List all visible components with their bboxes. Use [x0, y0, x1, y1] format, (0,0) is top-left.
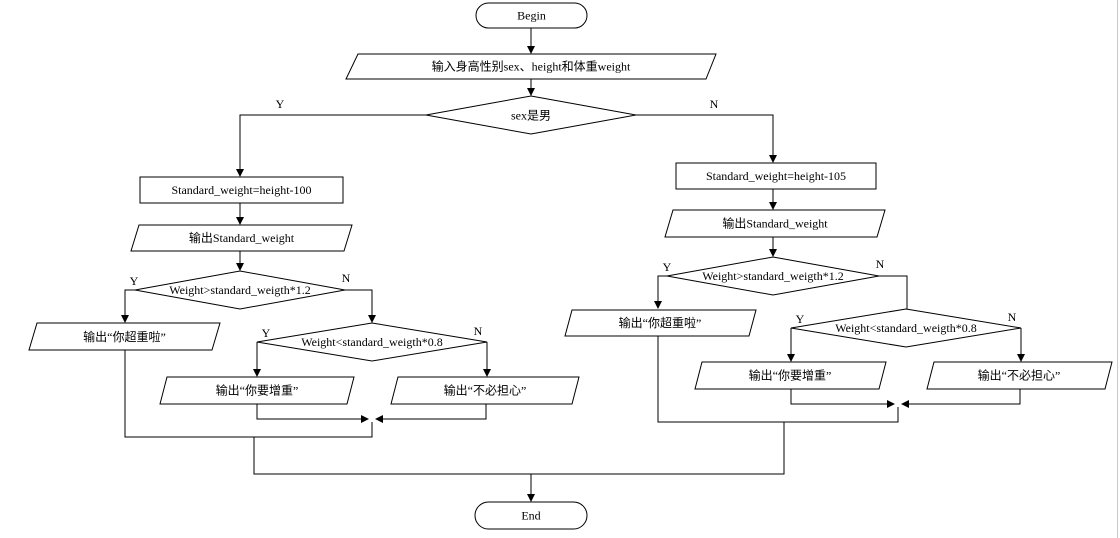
male-over-yes-label: Y [130, 274, 139, 288]
female-merge-under [790, 389, 895, 408]
arrow-male-over-yes [121, 289, 135, 323]
female-output-over-label: 输出“你超重啦” [619, 315, 702, 330]
female-output-ok [926, 361, 1113, 390]
male-output-standard [130, 224, 353, 252]
female-check-under-diamond [790, 308, 1022, 348]
page-edge-divider [1117, 0, 1118, 538]
arrow-sex-no [636, 114, 777, 163]
female-check-over-diamond [666, 256, 880, 296]
male-merge-ok [375, 404, 487, 423]
end-label: End [521, 509, 540, 523]
sex-no-label: N [710, 97, 719, 111]
male-output-over [28, 322, 221, 351]
female-output-over [564, 309, 757, 337]
male-formula-box [139, 176, 344, 204]
female-formula-label: Standard_weight=height-105 [706, 169, 846, 183]
arrow-female-over-no [879, 275, 911, 321]
sex-decision-label: sex是男 [511, 109, 551, 123]
female-output-under-label: 输出“你要增重” [749, 368, 832, 383]
female-output-under [694, 361, 887, 390]
female-merge-over [657, 336, 899, 423]
final-merge-left [253, 437, 531, 475]
male-output-under-label: 输出“你要增重” [216, 383, 299, 398]
female-output-ok-label: 输出“不必担心” [978, 368, 1061, 383]
male-check-over-label: Weight>standard_weigth*1.2 [169, 283, 310, 297]
female-over-no-label: N [876, 257, 885, 271]
female-check-over-label: Weight>standard_weigth*1.2 [702, 269, 843, 283]
female-under-no-label: N [1008, 310, 1017, 324]
final-merge-right [531, 422, 785, 475]
male-formula-label: Standard_weight=height-100 [171, 183, 311, 197]
male-check-under-label: Weight<standard_weigth*0.8 [301, 335, 442, 349]
male-merge-over [124, 350, 373, 438]
end-terminal [474, 501, 588, 530]
female-over-yes-label: Y [663, 260, 672, 274]
female-output-standard-label: 输出Standard_weight [722, 216, 828, 231]
input-parallelogram [345, 53, 717, 80]
female-formula-box [675, 162, 877, 190]
female-under-yes-label: Y [796, 312, 805, 326]
arrow-male-over-no [345, 289, 376, 323]
male-output-ok [390, 376, 580, 405]
male-under-no-label: N [474, 324, 483, 338]
male-output-standard-label: 输出Standard_weight [189, 230, 295, 245]
female-check-under-label: Weight<standard_weigth*0.8 [835, 321, 976, 335]
male-over-no-label: N [342, 271, 351, 285]
male-output-under [159, 376, 355, 405]
arrow-female-over-yes [654, 275, 667, 309]
sex-decision-diamond [425, 95, 637, 135]
male-output-ok-label: 输出“不必担心” [444, 383, 527, 398]
male-merge-under [256, 404, 369, 423]
male-under-yes-label: Y [262, 326, 271, 340]
arrow-sex-yes [236, 114, 426, 177]
begin-label: Begin [517, 9, 546, 23]
sex-yes-label: Y [276, 97, 285, 111]
male-check-over-diamond [134, 270, 346, 310]
male-check-under-diamond [256, 322, 488, 362]
input-label: 输入身高性别sex、height和体重weight [432, 59, 631, 74]
female-merge-ok [901, 389, 1021, 408]
female-output-standard [664, 209, 886, 238]
male-output-over-label: 输出“你超重啦” [83, 329, 166, 344]
